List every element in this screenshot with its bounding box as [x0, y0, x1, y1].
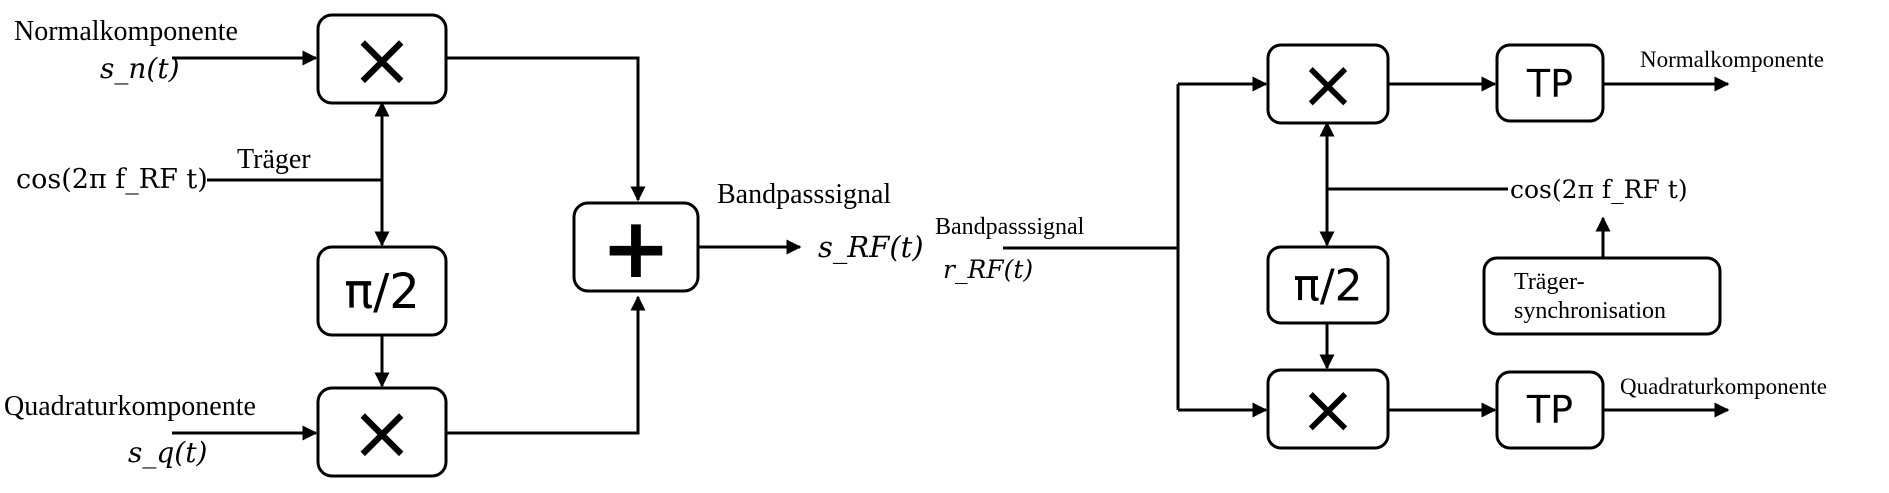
mixer-symbol: ×: [1300, 46, 1357, 125]
input-n-signal: s_n(t): [100, 52, 180, 85]
output-n-label: Normalkomponente: [1640, 47, 1824, 72]
phase-shift-block: π/2: [316, 245, 448, 337]
adder-block: +: [572, 199, 700, 297]
mixer-block-bottom: ×: [1266, 368, 1390, 450]
sync-label-line1: Träger-: [1514, 269, 1585, 295]
phase-shift-label: π/2: [1293, 261, 1362, 312]
carrier-sync-block: Träger- synchronisation: [1482, 256, 1722, 336]
carrier-signal: cos(2π f_RF t): [1510, 175, 1688, 204]
input-q-signal: s_q(t): [128, 436, 207, 469]
demodulator: × π/2 × TP TP Träger- synchronisation Ba…: [935, 43, 1827, 450]
phase-shift-block: π/2: [1266, 245, 1390, 325]
sync-label-line2: synchronisation: [1514, 298, 1666, 324]
mixer-symbol: ×: [350, 15, 414, 104]
input-q-label: Quadraturkomponente: [4, 391, 256, 422]
mixer-symbol: ×: [1300, 371, 1357, 450]
lowpass-block-top: TP: [1495, 43, 1605, 123]
mixer-block-top: ×: [316, 13, 448, 105]
output-signal: s_RF(t): [818, 230, 924, 265]
modulator-connections: [172, 50, 802, 441]
output-label: Bandpasssignal: [717, 179, 891, 210]
output-q-label: Quadraturkomponente: [1620, 374, 1827, 399]
carrier-label: Träger: [237, 144, 311, 175]
input-signal: r_RF(t): [943, 255, 1033, 284]
modulator: × π/2 × + Normalkomponente s_n(t) Träger…: [4, 13, 924, 478]
demodulator-connections: [1003, 76, 1730, 418]
mixer-block-top: ×: [1266, 43, 1390, 125]
adder-symbol: +: [601, 199, 671, 297]
input-label: Bandpasssignal: [935, 214, 1085, 240]
mixer-block-bottom: ×: [316, 386, 448, 478]
carrier-input: cos(2π f_RF t): [16, 164, 208, 195]
arrow-mixer-top-to-adder: [446, 56, 646, 202]
input-n-label: Normalkomponente: [14, 16, 238, 47]
lowpass-block-bottom: TP: [1495, 370, 1605, 450]
lowpass-label: TP: [1526, 388, 1573, 432]
lowpass-label: TP: [1526, 62, 1573, 106]
phase-shift-label: π/2: [344, 264, 420, 320]
arrow-mixer-bottom-to-adder: [446, 295, 646, 435]
mixer-symbol: ×: [350, 388, 414, 477]
